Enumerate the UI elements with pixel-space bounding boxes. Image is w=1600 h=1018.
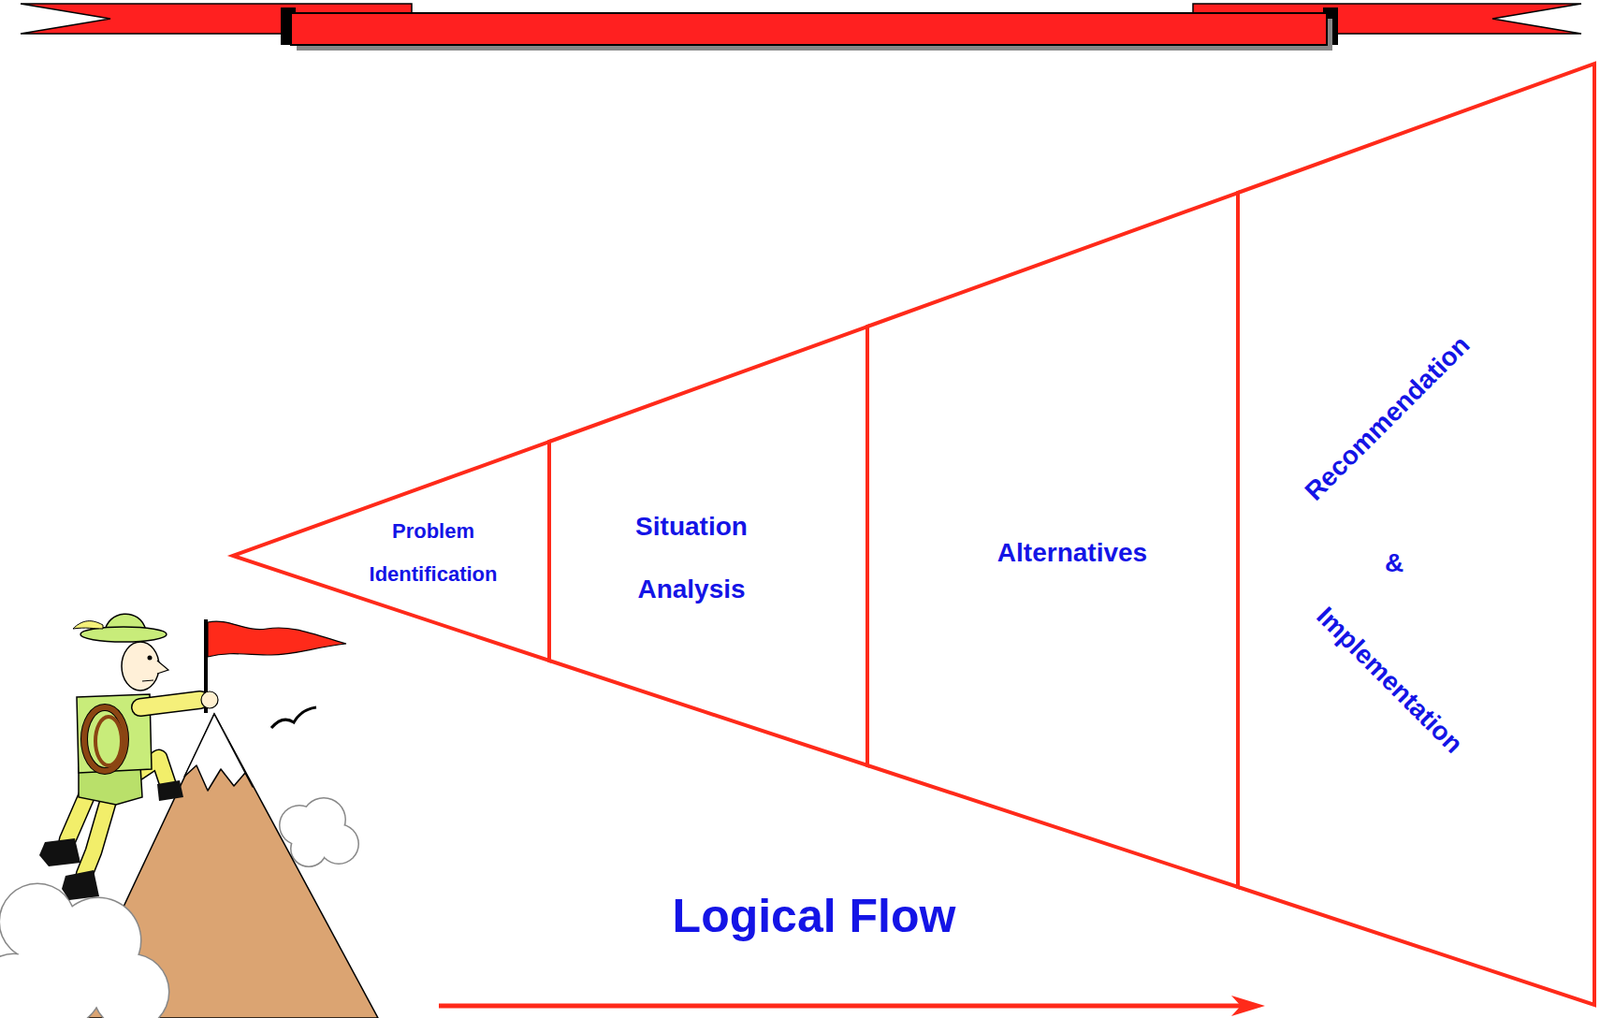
stage-outline bbox=[549, 326, 868, 766]
funnel-stage: Problem Identification bbox=[232, 441, 550, 661]
stage-label-wrap: Recommendation bbox=[1298, 329, 1477, 508]
flow-label-wrap: Logical Flow bbox=[672, 887, 957, 945]
stage-shape bbox=[232, 441, 550, 661]
stage-label-wrap: & bbox=[1384, 547, 1404, 580]
funnel-stage: Alternatives bbox=[867, 192, 1238, 888]
flow-arrow bbox=[438, 995, 1266, 1017]
banner bbox=[20, 3, 1582, 51]
stage-label: Recommendation bbox=[1298, 329, 1477, 508]
funnel-stage: Situation Analysis bbox=[549, 326, 868, 766]
climber bbox=[39, 613, 347, 901]
stage-label: Alternatives bbox=[997, 537, 1148, 569]
stage-label-wrap: Implementation bbox=[1309, 600, 1470, 760]
stage-outline bbox=[232, 441, 550, 661]
stage-outline bbox=[1237, 63, 1595, 1005]
stage-label-wrap: Situation Analysis bbox=[635, 494, 748, 621]
stage-label: Situation Analysis bbox=[635, 494, 748, 621]
stage-label-wrap: Alternatives bbox=[997, 537, 1148, 569]
stage-label: Implementation bbox=[1309, 600, 1470, 760]
stage-shape bbox=[549, 326, 868, 766]
stage-label-wrap: Problem Identification bbox=[369, 509, 498, 597]
stage-shape bbox=[1237, 63, 1595, 1005]
cloud bbox=[0, 883, 171, 1018]
flow-label: Logical Flow bbox=[672, 887, 957, 945]
stage-shape bbox=[867, 192, 1238, 888]
funnel-stage: Recommendation & Implementation bbox=[1237, 63, 1595, 1005]
stage-label: & bbox=[1384, 547, 1404, 580]
stage-label: Problem Identification bbox=[369, 509, 498, 597]
bird bbox=[271, 707, 317, 728]
